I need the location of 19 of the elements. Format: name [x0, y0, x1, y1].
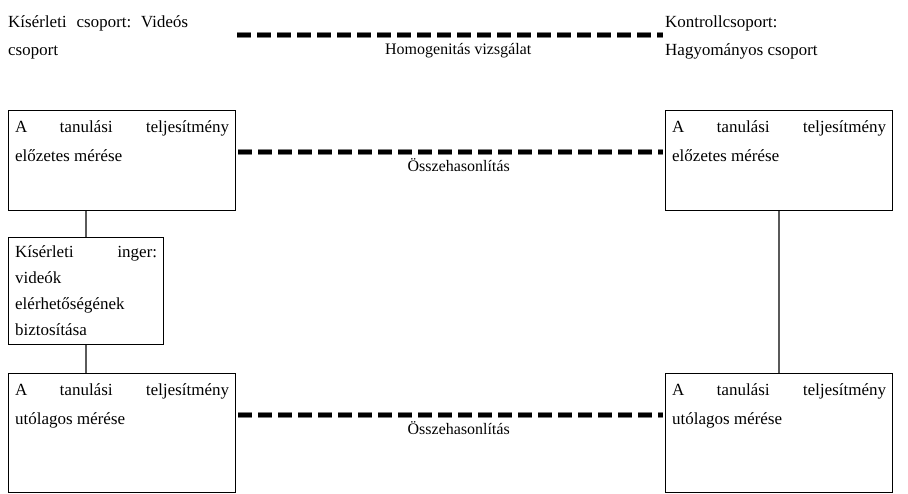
- dashed-connector: [238, 412, 663, 418]
- box-text: A tanulási teljesítmény előzetes mérése: [672, 116, 886, 167]
- process-box: [665, 373, 893, 493]
- box-text: A tanulási teljesítmény utólagos mérése: [672, 379, 886, 430]
- group-heading: Kísérleti csoport: Videós csoport: [8, 11, 188, 61]
- connector-line: [85, 211, 87, 237]
- group-heading: Kontrollcsoport: Hagyományos csoport: [665, 11, 819, 61]
- process-box: [8, 237, 164, 345]
- process-box: [8, 373, 236, 493]
- edge-label: Homogenitás vizsgálat: [383, 41, 534, 59]
- dashed-connector: [238, 150, 663, 154]
- box-text: A tanulási teljesítmény előzetes mérése: [15, 116, 229, 167]
- connector-line: [778, 211, 780, 373]
- process-box: [665, 110, 893, 211]
- connector-line: [85, 345, 87, 373]
- process-box: [8, 110, 236, 211]
- dashed-connector: [237, 32, 663, 38]
- box-text: A tanulási teljesítmény utólagos mérése: [15, 379, 229, 430]
- box-text: Kísérleti inger: videók elérhetőségének biztosítása: [15, 241, 157, 341]
